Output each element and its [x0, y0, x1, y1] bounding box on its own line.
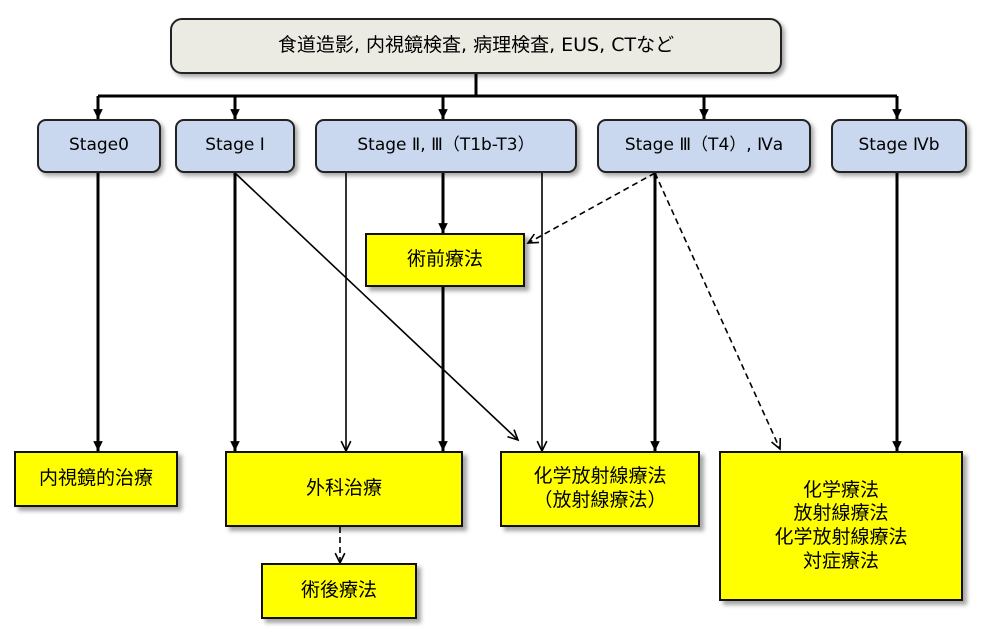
arrow-preop-to-surgery-head [438, 441, 448, 451]
drop-stage-4b-head [892, 109, 902, 119]
arrow-stage-3t4-to-palliative-head [771, 437, 782, 451]
arrow-stage-1-to-surgery-head [230, 441, 240, 451]
palliative-line-4: 対症療法 [802, 549, 879, 572]
arrow-stage-3t4-to-chemoradio-head [650, 441, 660, 451]
chemoradiotherapy-line-2: （放射線療法） [533, 489, 667, 511]
stage-1-box: Stage Ⅰ [175, 119, 295, 173]
preoperative-therapy-label: 術前療法 [406, 248, 483, 271]
stage-0-box: Stage0 [37, 119, 161, 173]
stage-2-3-label: Stage Ⅱ, Ⅲ（T1b-T3） [357, 135, 535, 156]
arrow-stage-3t4-to-palliative [654, 172, 781, 450]
postoperative-therapy-box: 術後療法 [261, 563, 417, 619]
arrow-stage-2-3-to-preop-head [438, 223, 448, 233]
arrow-stage-1-to-chemoradio [234, 172, 519, 441]
stage-3t4-4a-box: Stage Ⅲ（T4）, Ⅳa [597, 119, 811, 173]
drop-stage-1-head [230, 109, 240, 119]
arrow-stage-4b-to-palliative-head [892, 441, 902, 451]
stage-0-label: Stage0 [69, 135, 129, 156]
chemoradiotherapy-line-1: 化学放射線療法 [533, 465, 667, 488]
chemoradiotherapy-box: 化学放射線療法 （放射線療法） [500, 451, 700, 527]
palliative-treatment-box: 化学療法 放射線療法 化学放射線療法 対症療法 [719, 451, 963, 601]
surgery-label: 外科治療 [305, 477, 382, 500]
arrow-stage-1-to-chemoradio-head [507, 429, 520, 442]
preoperative-therapy-box: 術前療法 [365, 233, 525, 287]
stage-4b-label: Stage Ⅳb [858, 135, 940, 156]
arrow-stage-0-to-endoscopic-head [93, 441, 103, 451]
endoscopic-treatment-box: 内視鏡的治療 [14, 451, 178, 507]
stage-2-3-box: Stage Ⅱ, Ⅲ（T1b-T3） [315, 119, 577, 173]
drop-stage-0-head [93, 109, 103, 119]
palliative-line-2: 放射線療法 [793, 502, 889, 525]
surgery-box: 外科治療 [225, 451, 463, 527]
arrow-stage-3t4-to-preop-head [526, 233, 540, 244]
stage-3t4-4a-label: Stage Ⅲ（T4）, Ⅳa [624, 135, 784, 156]
drop-stage-3t4-4a-head [699, 109, 709, 119]
drop-stage-2-3-head [438, 109, 448, 119]
stage-4b-box: Stage Ⅳb [831, 119, 967, 173]
arrow-stage-3t4-to-preop [527, 172, 656, 244]
postoperative-therapy-label: 術後療法 [300, 579, 377, 602]
endoscopic-treatment-label: 内視鏡的治療 [38, 467, 153, 490]
stage-1-label: Stage Ⅰ [205, 135, 265, 156]
palliative-line-3: 化学放射線療法 [774, 526, 908, 548]
diagnostic-tests-box: 食道造影, 内視鏡検査, 病理検査, EUS, CTなど [170, 18, 782, 74]
palliative-line-1: 化学療法 [802, 478, 879, 501]
diagnostic-tests-label: 食道造影, 内視鏡検査, 病理検査, EUS, CTなど [277, 34, 675, 57]
